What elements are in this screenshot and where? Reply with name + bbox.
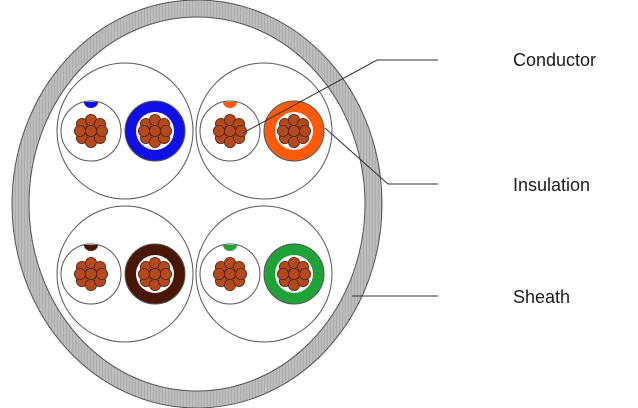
conductor-leader-line xyxy=(242,59,438,134)
orange-pair-colored-conductor xyxy=(276,114,311,148)
orange-pair-white-conductor xyxy=(212,114,247,148)
green-pair-colored-strand-8 xyxy=(276,267,289,280)
green-pair-colored-conductor xyxy=(276,256,311,291)
brown-pair-white-conductor xyxy=(74,256,109,291)
orange-pair-colored-strand-9 xyxy=(298,125,311,138)
brown-pair-colored-strand-9 xyxy=(159,267,172,280)
blue-pair-white-strand-8 xyxy=(74,125,87,138)
sheath-label: Sheath xyxy=(513,287,570,307)
blue-pair-colored-strand-9 xyxy=(159,125,172,138)
orange-pair-stripe-marker xyxy=(223,102,237,108)
blue-pair xyxy=(56,62,194,200)
blue-pair-colored-conductor xyxy=(137,114,172,148)
blue-pair-stripe-marker xyxy=(84,102,98,108)
brown-pair-white-strand-8 xyxy=(74,267,87,280)
green-pair-white-strand-9 xyxy=(234,267,247,280)
orange-pair-white-strand-8 xyxy=(212,125,225,138)
green-pair xyxy=(195,205,333,343)
conductor-label: Conductor xyxy=(513,50,596,70)
blue-pair-white-conductor xyxy=(74,114,109,148)
brown-pair-colored-conductor xyxy=(137,256,172,291)
green-pair-colored-strand-9 xyxy=(298,267,311,280)
green-pair-white-strand-8 xyxy=(212,267,225,280)
insulation-label: Insulation xyxy=(513,175,590,195)
twisted-pairs xyxy=(56,62,333,343)
green-pair-white-conductor xyxy=(212,256,247,291)
orange-pair-colored-strand-8 xyxy=(276,125,289,138)
brown-pair-colored-strand-8 xyxy=(137,267,150,280)
leader-lines xyxy=(242,59,438,297)
orange-pair xyxy=(195,62,333,200)
green-pair-stripe-marker xyxy=(223,245,237,251)
brown-pair xyxy=(56,205,194,343)
brown-pair-stripe-marker xyxy=(84,245,98,251)
cable-sheath xyxy=(11,0,383,408)
blue-pair-colored-strand-8 xyxy=(137,125,150,138)
orange-pair-white-strand-9 xyxy=(234,125,247,138)
insulation-leader-line xyxy=(324,127,438,185)
brown-pair-white-strand-9 xyxy=(96,267,109,280)
blue-pair-white-strand-9 xyxy=(96,125,109,138)
